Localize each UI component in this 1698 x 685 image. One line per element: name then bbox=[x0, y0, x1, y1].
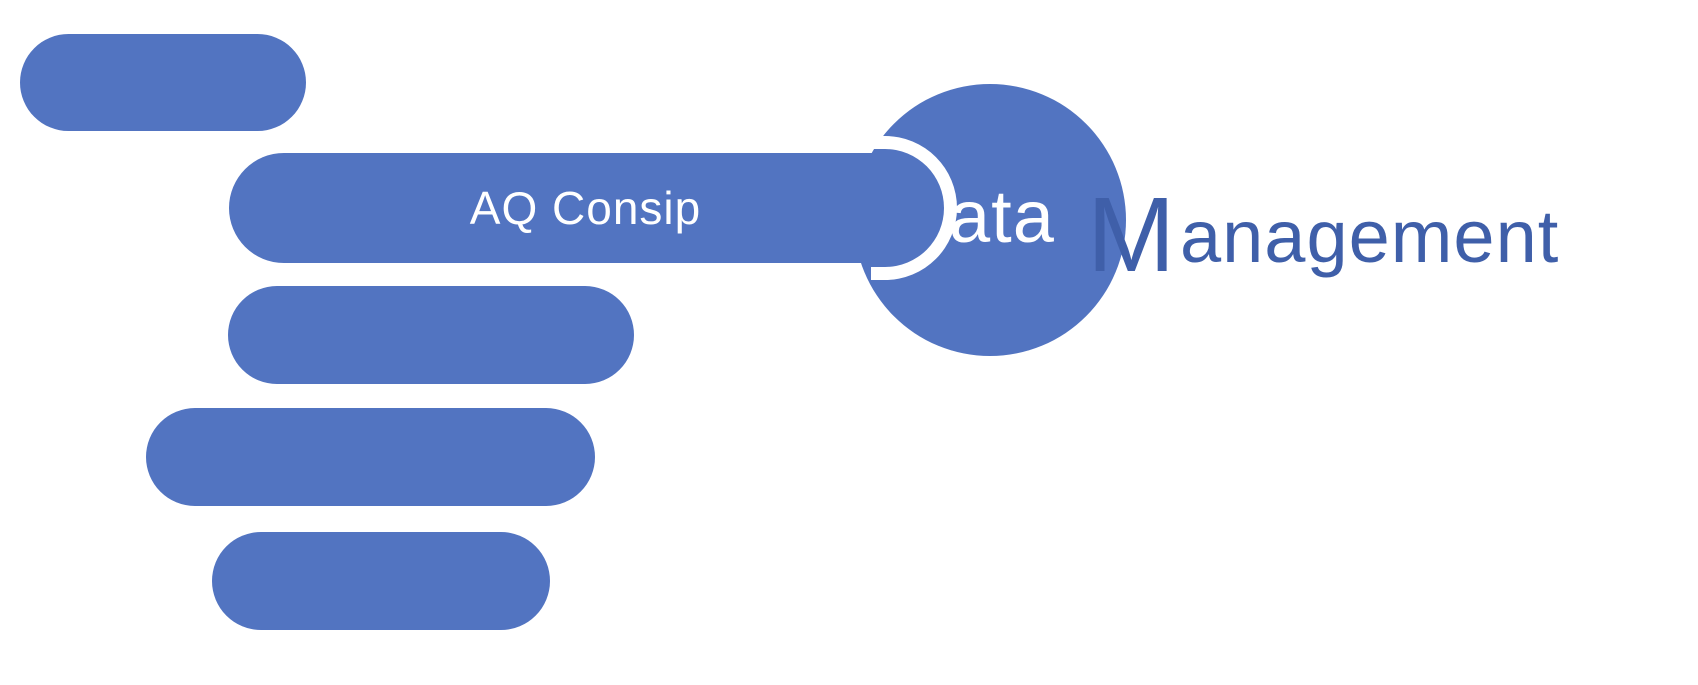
logo-initial-m: M bbox=[1087, 176, 1176, 294]
menu-pill-4[interactable] bbox=[146, 408, 595, 506]
menu-pill-2-label: AQ Consip bbox=[469, 182, 702, 234]
menu-pill-3[interactable] bbox=[228, 286, 634, 384]
logo-word-management: anagement bbox=[1180, 195, 1560, 278]
menu-pill-1[interactable] bbox=[20, 34, 306, 131]
menu-pill-aq-consip[interactable]: AQ Consip bbox=[229, 153, 942, 263]
menu-pill-5[interactable] bbox=[212, 532, 550, 630]
logo-word-data: ata bbox=[949, 175, 1055, 258]
